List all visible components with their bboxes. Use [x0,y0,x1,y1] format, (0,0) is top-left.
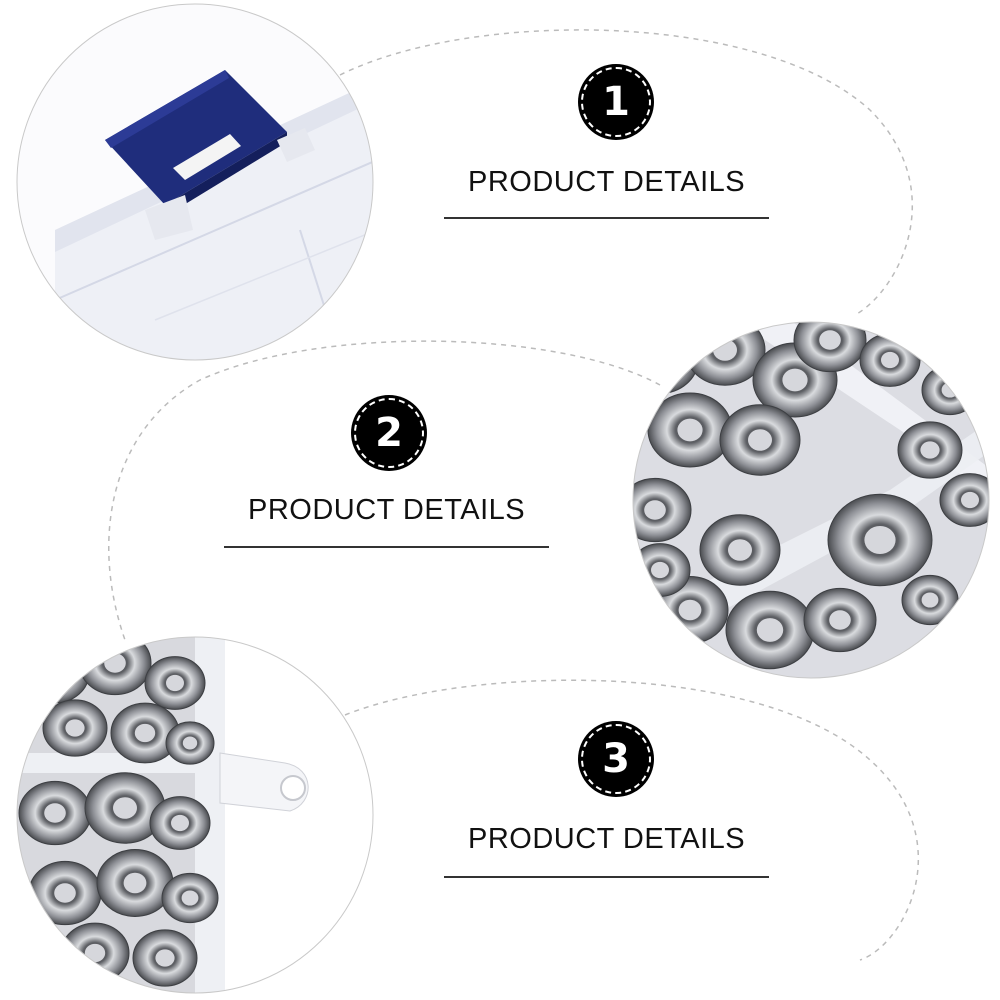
countersunk-washers-in-compartments-photo [632,321,990,679]
washer-14 [132,929,198,987]
washer-8 [84,772,166,844]
washer-16 [803,587,877,653]
washer-4 [647,392,733,468]
washer-2 [78,637,152,696]
washer-17 [633,543,691,597]
washer-15 [725,590,815,670]
washer-13 [60,922,130,984]
washers-in-box-with-hanging-tab-photo [16,636,374,994]
washer-8 [859,333,921,387]
washer-6 [633,477,692,543]
step-number-badge-2: 2 [354,398,424,468]
dashed-curve-2 [108,340,661,641]
washer-10 [897,421,963,479]
washer-12 [161,872,219,924]
washer-3 [144,656,206,710]
dashed-curve-1 [339,29,913,316]
title-underline-3 [444,876,769,878]
dashed-curve-3 [344,679,919,961]
washer-9 [921,364,979,416]
product-details-title-1: PRODUCT DETAILS [468,166,746,198]
step-number-badge-1: 1 [581,67,651,137]
washer-5 [110,702,180,764]
washer-11 [939,473,989,527]
washer-18 [901,574,959,626]
washer-10 [28,860,102,926]
washer-11 [96,849,174,917]
washer-13 [699,514,781,586]
product-details-title-2: PRODUCT DETAILS [248,494,526,526]
washer-7 [18,780,92,846]
washer-9 [149,796,211,850]
washer-5 [719,404,801,476]
storage-box-blue-latch-photo [16,3,374,361]
step-number-badge-3: 3 [581,724,651,794]
title-underline-2 [224,546,549,548]
title-underline-1 [444,217,769,219]
washer-12 [827,493,933,587]
washer-4 [42,699,108,757]
washer-1 [20,642,90,704]
product-details-title-3: PRODUCT DETAILS [468,823,746,855]
washer-1 [633,326,699,394]
washer-6 [165,721,215,765]
